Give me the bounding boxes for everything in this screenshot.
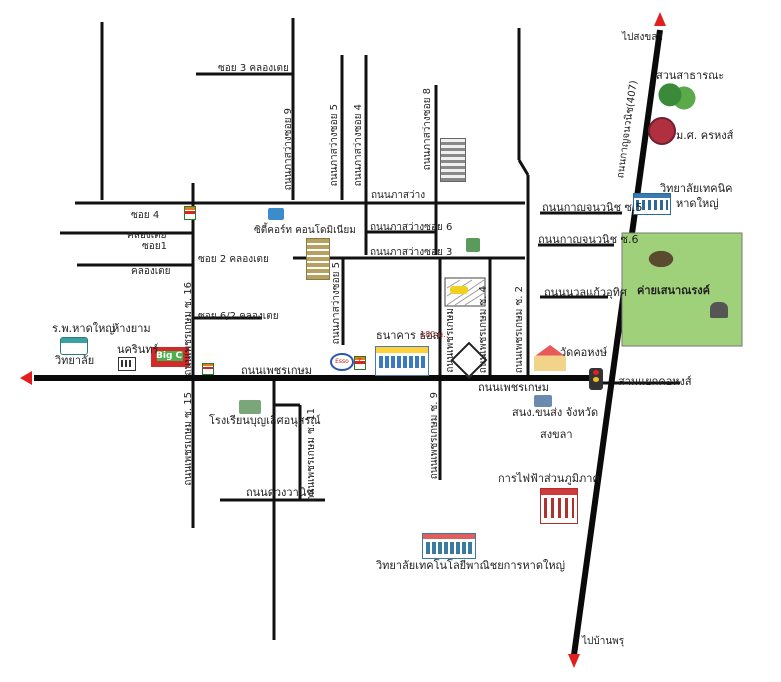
building-sign-label: 180 ม. <box>420 330 446 339</box>
nuanwkaew-label: ถนนนวลแก้วอุทิศ <box>544 286 627 299</box>
tech-college-label-b: หาดใหญ่ <box>676 197 719 210</box>
factory-icon <box>466 238 480 252</box>
petchkasem-east-label: ถนนเพชรเกษม <box>478 381 550 394</box>
phasawang-soi5b-label: ถนนภาสว่างซอย 5 <box>331 262 342 345</box>
khlongtoei-soi1-label-b: ซอย1 <box>142 241 168 252</box>
phetkasem-soi15-label: ถนนเพชรเกษม ซ. 15 <box>183 392 194 486</box>
condo-building-icon <box>306 238 330 280</box>
city-condo-icon <box>268 208 284 220</box>
soldier-icon <box>710 302 728 318</box>
seven-eleven-icon-left <box>202 363 214 375</box>
phetkasem-mid-label: ถนนเพชรเกษม <box>445 308 456 373</box>
tech-college-building-icon <box>422 533 476 559</box>
school-label: โรงเรียนบุญเลิศอนุสรณ์ <box>209 414 321 427</box>
phasawang-label: ถนนภาสว่าง <box>371 190 426 201</box>
phetkasem-soi2-label: ถนนเพชรเกษม ซ. 2 <box>514 286 525 374</box>
college-label: วิทยาลัย <box>55 354 95 367</box>
road-kanjanawanit-407 <box>571 29 663 656</box>
arrow-north <box>654 12 666 26</box>
traffic-light-icon <box>589 368 603 390</box>
phasawang-soi3-label: ถนนภาสว่างซอย 3 <box>370 247 453 258</box>
tech-college-hatyai-label: วิทยาลัยเทคโนโลยีพาณิชยการหาดใหญ่ <box>376 559 565 572</box>
army-camp-label: ค่ายเสนาณรงค์ <box>637 284 710 297</box>
khlongtoei-soi1-label-a: คลองเตย <box>127 230 167 241</box>
seven-eleven-icon-north <box>184 206 196 220</box>
kanjanawanit-6-label: ถนนกาญจนวนิช ซ.6 <box>538 233 639 246</box>
hospital-icon <box>60 337 88 355</box>
temple-label: วัดคอหงษ์ <box>560 346 608 359</box>
big-c-logo-icon <box>151 347 189 367</box>
building-plot-marker-icon <box>450 286 468 294</box>
kanjanawanit-5-label: ถนนกาญจนวนิช ซ.5 <box>542 201 643 214</box>
direction-north-label: ไปสงขลา <box>622 32 663 43</box>
seven-eleven-icon-mid <box>354 356 366 370</box>
big-c-label: Big C <box>156 351 183 361</box>
tech-college-icon <box>633 193 671 215</box>
khohong-junction-label: สามแยกคอหงส์ <box>618 375 692 388</box>
store-label-b: นครินทร์ <box>117 343 159 356</box>
store-label-a: ห้างยาม <box>112 322 151 335</box>
road-right-vertical-b <box>517 159 530 176</box>
seven-label: 7 <box>357 357 362 365</box>
soi4-label: ซอย 4 <box>131 210 160 221</box>
arrow-south <box>568 654 580 668</box>
park-trees-icon <box>656 82 696 114</box>
transport-office-label-a: สนง.ขนส่ง จังหวัด <box>512 406 599 419</box>
army-emblem-icon <box>640 245 682 273</box>
hospital-label: ร.พ.หาดใหญ่ <box>52 322 115 335</box>
phasawang-soi5-label: ถนนภาสว่างซอย 5 <box>329 104 340 187</box>
bank-building-icon <box>375 346 429 376</box>
khlongtoei-label: คลองเตย <box>131 266 171 277</box>
duangwanich-label: ถนนดวงวานิช <box>246 486 314 499</box>
university-seal-icon <box>648 117 676 145</box>
phasawang-soi8-label: ถนนภาสว่างซอย 8 <box>422 88 433 171</box>
city-condo-label: ซิตี้คอร์ท คอนโดมิเนียม <box>254 225 356 236</box>
arrow-west <box>20 371 32 385</box>
esso-logo-icon: Esso <box>330 353 354 371</box>
pea-label: การไฟฟ้าส่วนภูมิภาค <box>498 472 600 485</box>
transport-office-label-b: สงขลา <box>540 428 573 441</box>
phetkasem-soi16-label: ถนนเพชรเกษม ซ. 16 <box>183 282 194 376</box>
soi2-khlongtoei-label: ซอย 2 คลองเตย <box>198 254 269 265</box>
pea-building-icon <box>540 488 578 524</box>
bank-label: ธนาคาร ธอส. <box>376 329 443 342</box>
phetkasem-soi9-label: ถนนเพชรเกษม ซ. 9 <box>429 392 440 480</box>
direction-south-label: ไปบ้านพรุ <box>582 636 625 647</box>
public-park-label: สวนสาธารณะ <box>656 69 725 82</box>
phetkasem-soi4-label: ถนนเพชรเกษม ซ. 4 <box>478 286 489 374</box>
school-icon <box>239 400 261 414</box>
phasawang-soi6-label: ถนนภาสว่างซอย 6 <box>370 222 453 233</box>
soi3-khlongtoei-label: ซอย 3 คลองเตย <box>218 63 289 74</box>
store-icon <box>118 357 136 371</box>
university-label: ม.ศ. ครหงส์ <box>676 129 734 142</box>
petchkasem-main-label: ถนนเพชรเกษม <box>241 364 313 377</box>
phasawang-building-icon <box>440 138 466 182</box>
phasawang-soi9-label: ถนนภาสว่างซอย 9 <box>283 108 294 191</box>
phasawang-soi4-label: ถนนภาสว่างซอย 4 <box>353 104 364 187</box>
transport-office-icon <box>534 395 552 407</box>
soi62-khlongtoei-label: ซอย 6/2 คลองเตย <box>198 311 279 322</box>
tech-college-label-a: วิทยาลัยเทคนิค <box>660 182 733 195</box>
